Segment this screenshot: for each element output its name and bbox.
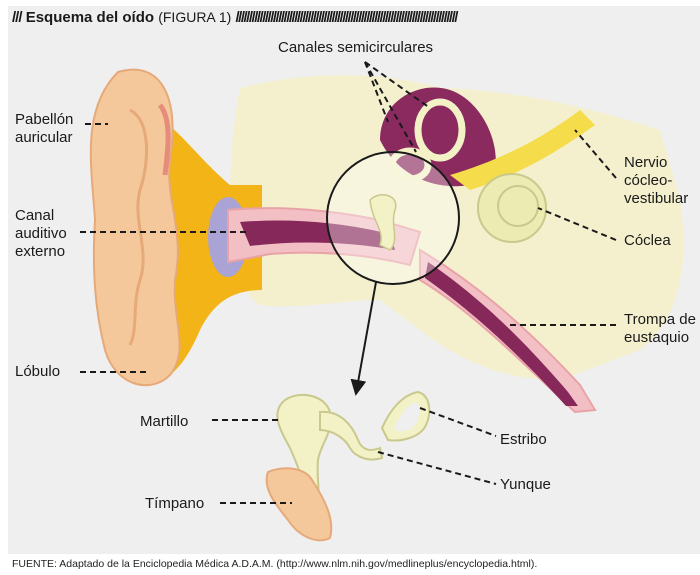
label-pabellon-1: Pabellón bbox=[15, 111, 73, 128]
label-canal-3: externo bbox=[15, 243, 65, 260]
leader-estribo bbox=[420, 408, 496, 436]
label-martillo: Martillo bbox=[140, 413, 188, 430]
tympanic-membrane bbox=[267, 468, 332, 540]
label-nervio-1: Nervio bbox=[624, 154, 667, 171]
label-trompa-1: Trompa de bbox=[624, 311, 696, 328]
label-canal-2: auditivo bbox=[15, 225, 67, 242]
label-canal-1: Canal bbox=[15, 207, 54, 224]
label-trompa-2: eustaquio bbox=[624, 329, 689, 346]
label-canales: Canales semicirculares bbox=[278, 39, 433, 56]
incus bbox=[320, 412, 382, 460]
label-estribo: Estribo bbox=[500, 431, 547, 448]
leader-yunque bbox=[378, 452, 496, 484]
label-nervio-3: vestibular bbox=[624, 190, 688, 207]
label-timpano: Tímpano bbox=[145, 495, 204, 512]
source-credit: FUENTE: Adaptado de la Enciclopedia Médi… bbox=[12, 558, 537, 570]
label-coclea: Cóclea bbox=[624, 232, 671, 249]
label-nervio-2: cócleo- bbox=[624, 172, 672, 189]
label-lobulo: Lóbulo bbox=[15, 363, 60, 380]
label-yunque: Yunque bbox=[500, 476, 551, 493]
label-pabellon-2: auricular bbox=[15, 129, 73, 146]
cochlea bbox=[478, 174, 546, 242]
